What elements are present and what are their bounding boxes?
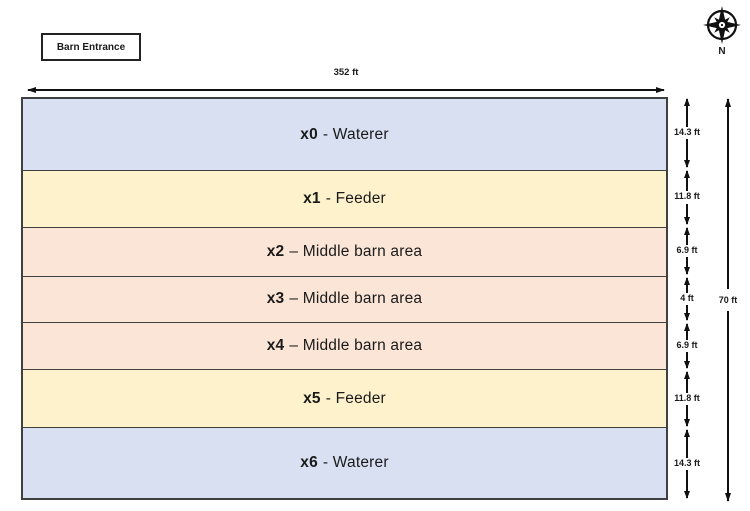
band-x2-height-dimension: 6.9 ft (667, 228, 707, 275)
arrow-down-icon (686, 203, 688, 225)
band-name: - Feeder (325, 389, 386, 407)
barn-entrance-box: Barn Entrance (41, 33, 141, 61)
height-dimension-label: 6.9 ft (676, 244, 698, 255)
arrow-up-icon (686, 99, 688, 127)
arrow-down-icon (686, 352, 688, 369)
band-x4-height-dimension: 6.9 ft (667, 324, 707, 369)
band-x0-height-dimension: 14.3 ft (667, 99, 707, 168)
arrow-up-icon (686, 324, 688, 340)
arrow-down-icon (686, 257, 688, 275)
band-x5-feeder: x5 - Feeder (23, 369, 666, 427)
band-x4-middle-barn-area: x4 – Middle barn area (23, 321, 666, 370)
band-id: x2 (266, 242, 285, 260)
arrow-up-icon (686, 228, 688, 245)
band-name: – Middle barn area (289, 242, 423, 260)
width-dimension-arrow (28, 89, 664, 91)
band-name: – Middle barn area (289, 290, 423, 308)
band-x0-waterer: x0 - Waterer (23, 99, 666, 171)
band-id: x1 (303, 190, 321, 207)
arrow-up-icon (686, 430, 688, 458)
arrow-down-icon (686, 139, 688, 168)
band-id: x3 (266, 290, 285, 308)
height-dimension-label: 4 ft (680, 292, 694, 303)
arrow-down-icon (686, 305, 688, 321)
band-id: x4 (266, 337, 285, 355)
band-name: - Waterer (322, 453, 389, 471)
total-height-dimension-label: 70 ft (708, 289, 748, 311)
barn-entrance-label: Barn Entrance (56, 41, 126, 53)
band-x6-height-dimension: 14.3 ft (667, 430, 707, 499)
band-x1-feeder: x1 - Feeder (23, 170, 666, 227)
arrow-down-icon (686, 470, 688, 499)
band-x1-height-dimension: 11.8 ft (667, 171, 707, 225)
band-id: x5 (303, 389, 321, 407)
arrow-down-icon (686, 405, 688, 427)
band-id: x6 (300, 453, 318, 471)
compass-rose-icon (703, 6, 741, 44)
band-name: - Feeder (325, 190, 386, 207)
height-dimension-label: 14.3 ft (673, 126, 700, 137)
arrow-up-icon (686, 278, 688, 293)
width-dimension-label: 352 ft (333, 67, 359, 78)
barn-outline: x0 - Waterer x1 - Feeder x2 – Middle bar… (21, 97, 668, 500)
height-dimension-label: 11.8 ft (674, 392, 700, 403)
compass: N (700, 5, 744, 57)
arrow-up-icon (686, 372, 688, 393)
band-x5-height-dimension: 11.8 ft (667, 372, 707, 427)
band-x3-middle-barn-area: x3 – Middle barn area (23, 276, 666, 322)
band-id: x0 (300, 125, 318, 143)
band-x6-waterer: x6 - Waterer (23, 426, 666, 498)
compass-north-label: N (718, 46, 726, 57)
band-name: - Waterer (322, 125, 389, 143)
height-dimension-label: 14.3 ft (673, 457, 700, 468)
height-dimension-label: 11.8 ft (674, 191, 700, 202)
arrow-up-icon (686, 171, 688, 192)
band-name: – Middle barn area (289, 337, 423, 355)
height-dimension-label: 6.9 ft (676, 339, 698, 350)
band-x3-height-dimension: 4 ft (667, 278, 707, 321)
band-x2-middle-barn-area: x2 – Middle barn area (23, 226, 666, 277)
